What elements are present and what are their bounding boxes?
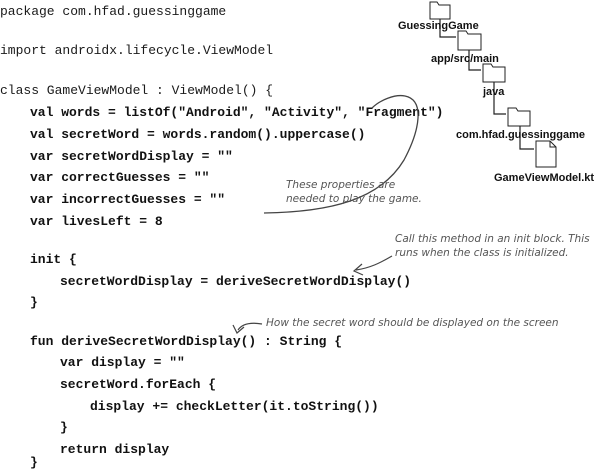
code-line-return: return display <box>60 442 170 457</box>
code-line-init-body: secretWordDisplay = deriveSecretWordDisp… <box>60 274 412 289</box>
display-arrow <box>237 322 263 331</box>
code-line-import: import androidx.lifecycle.ViewModel <box>0 43 274 58</box>
code-line-package: package com.hfad.guessinggame <box>0 4 227 19</box>
code-line-class-declaration: class GameViewModel : ViewModel() { <box>0 83 274 98</box>
code-line-foreach-close: } <box>60 420 68 435</box>
code-line-fun-close: } <box>30 455 38 470</box>
init-arrow <box>355 255 393 271</box>
code-line-foreach-body: display += checkLetter(it.toString()) <box>90 399 379 414</box>
code-line-incorrect-guesses: var incorrectGuesses = "" <box>30 192 226 207</box>
code-line-secret-word: val secretWord = words.random().uppercas… <box>30 127 366 142</box>
code-line-init-close: } <box>30 295 38 310</box>
code-line-init-open: init { <box>30 252 77 267</box>
code-line-foreach-open: secretWord.forEach { <box>60 377 217 392</box>
code-line-var-display: var display = "" <box>60 355 185 370</box>
init-annotation: Call this method in an init block. This … <box>395 233 590 259</box>
code-line-fun-declaration: fun deriveSecretWordDisplay() : String { <box>30 334 343 349</box>
code-line-secret-word-display: var secretWordDisplay = "" <box>30 149 233 164</box>
display-annotation: How the secret word should be displayed … <box>266 317 559 329</box>
properties-annotation: These properties are needed to play the … <box>286 179 422 205</box>
properties-bracket <box>263 94 419 214</box>
code-line-words: val words = listOf("Android", "Activity"… <box>30 105 444 120</box>
code-line-correct-guesses: var correctGuesses = "" <box>30 170 210 185</box>
code-line-lives-left: var livesLeft = 8 <box>30 214 163 229</box>
